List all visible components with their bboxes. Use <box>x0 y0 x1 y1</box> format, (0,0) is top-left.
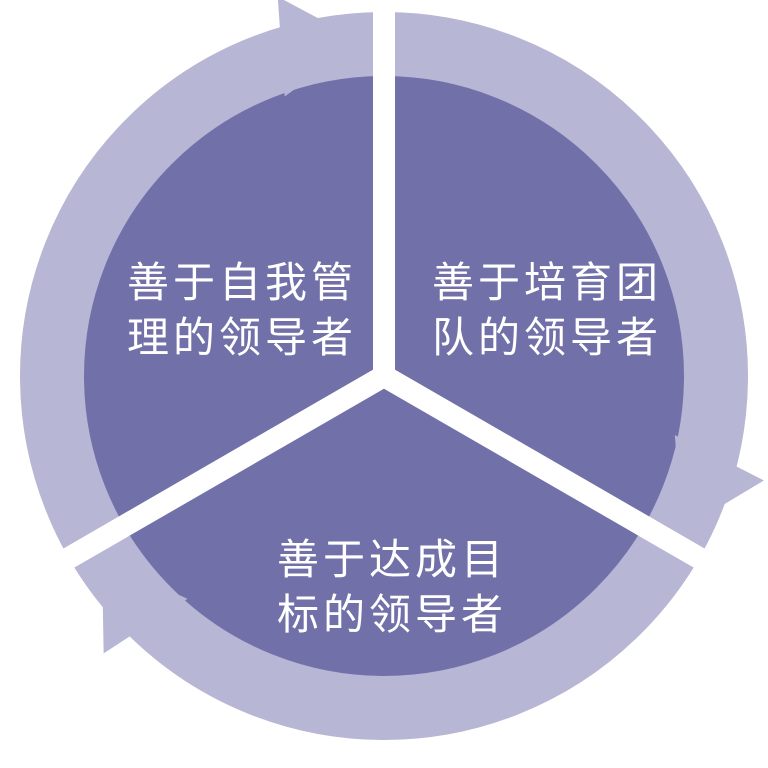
arrow-icon-right <box>674 435 764 529</box>
arrow-icon-bottom-left <box>102 559 188 654</box>
segment-label-line: 善于培育团 <box>431 258 662 307</box>
segment-label-line: 善于自我管 <box>126 258 357 307</box>
segment-label-line: 队的领导者 <box>431 313 662 362</box>
gap-lower-left <box>56 366 390 572</box>
segment-label-line: 善于达成目 <box>276 535 507 584</box>
arrow-icon-top <box>277 0 361 97</box>
arrowheads <box>102 0 764 654</box>
segment-label-goal-achievement: 善于达成目 标的领导者 <box>252 532 532 642</box>
gap-lower-right <box>378 366 712 572</box>
segment-label-self-management: 善于自我管 理的领导者 <box>102 255 382 365</box>
segment-label-line: 标的领导者 <box>276 590 507 639</box>
segment-label-team-development: 善于培育团 队的领导者 <box>407 255 687 365</box>
segment-label-line: 理的领导者 <box>126 313 357 362</box>
segment-gaps <box>56 4 712 572</box>
